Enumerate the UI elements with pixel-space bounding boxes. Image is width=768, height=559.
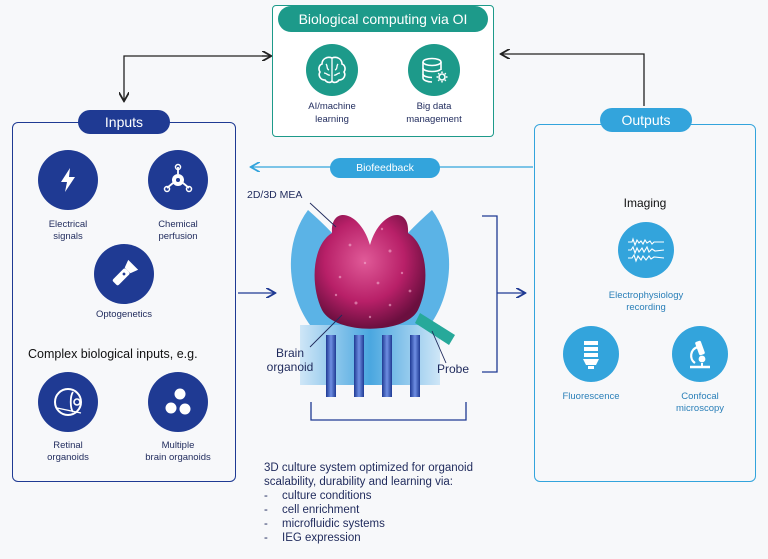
culture-description: 3D culture system optimized for organoid… (264, 461, 534, 545)
culture-list: -culture conditions -cell enrichment -mi… (264, 489, 534, 545)
list-item-label: IEG expression (282, 532, 361, 544)
probe-label: Probe (437, 362, 470, 376)
list-item: -culture conditions (264, 490, 372, 502)
inputs-title: Inputs (78, 110, 170, 134)
output-item-label: Confocal microscopy (675, 391, 725, 414)
output-item-label: Fluorescence (562, 391, 620, 402)
input-item-label: Optogenetics (96, 309, 152, 320)
oi-item-label: Big data management (406, 101, 462, 125)
oi-title: Biological computing via OI (278, 6, 488, 32)
lightbulb-icon (563, 326, 619, 382)
microscope-icon (672, 326, 728, 382)
brain-organoid-label: Brain organoid (266, 346, 314, 374)
list-item-label: culture conditions (282, 490, 372, 502)
lightning-icon (38, 150, 98, 210)
organoid-illustration (290, 202, 455, 397)
brain-icon (306, 44, 358, 96)
organoids-icon (148, 372, 208, 432)
flashlight-icon (94, 244, 154, 304)
biofeedback-label: Biofeedback (330, 158, 440, 178)
waveform-icon (618, 222, 674, 278)
database-gear-icon (408, 44, 460, 96)
culture-intro: 3D culture system optimized for organoid… (264, 462, 474, 488)
list-item: -IEG expression (264, 532, 361, 544)
molecule-icon (148, 150, 208, 210)
list-item: -microfluidic systems (264, 518, 385, 530)
complex-inputs-title: Complex biological inputs, e.g. (28, 347, 198, 361)
oi-item-label: AI/machine learning (308, 101, 356, 125)
imaging-title: Imaging (623, 196, 667, 210)
mea-label: 2D/3D MEA (247, 189, 303, 201)
input-item-label: Electrical signals (48, 219, 88, 242)
list-item-label: cell enrichment (282, 504, 360, 516)
complex-item-label: Retinal organoids (47, 440, 89, 463)
output-item-label: Electrophysiology recording (608, 290, 684, 313)
complex-item-label: Multiple brain organoids (145, 440, 211, 463)
eye-icon (38, 372, 98, 432)
outputs-title: Outputs (600, 108, 692, 132)
input-item-label: Chemical perfusion (158, 219, 198, 242)
list-item: -cell enrichment (264, 504, 360, 516)
list-item-label: microfluidic systems (282, 518, 385, 530)
